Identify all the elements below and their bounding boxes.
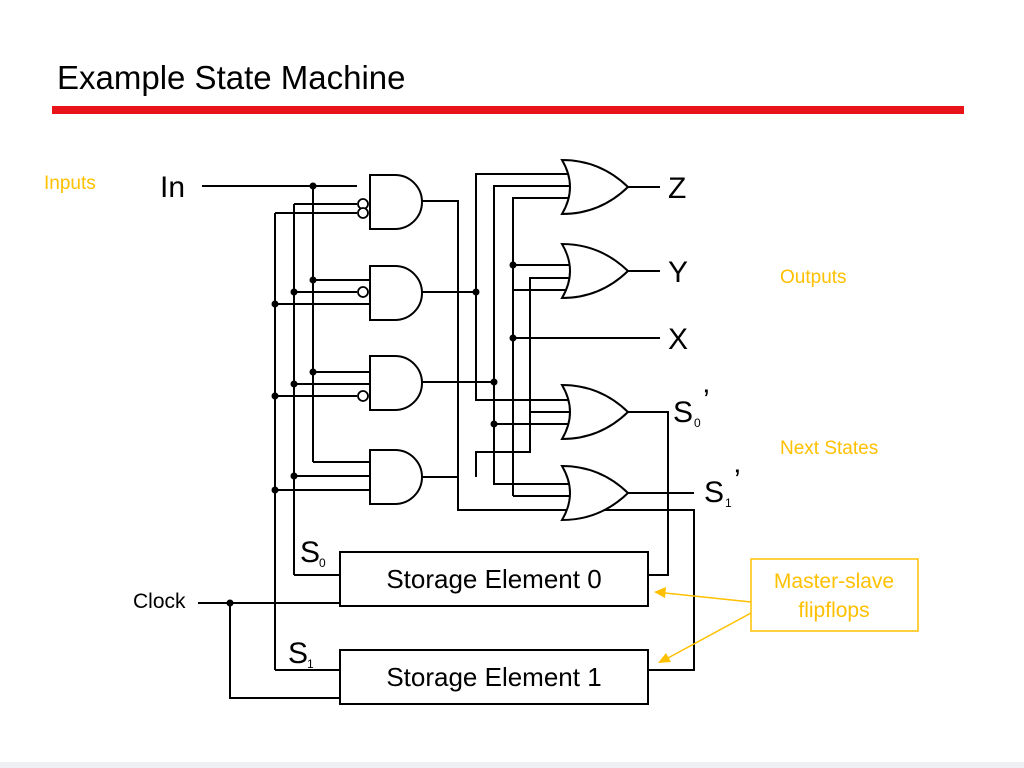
svg-text:’: ’ <box>734 464 741 497</box>
next-state-s0-label: S 0 ’ <box>673 384 710 430</box>
and-gate-4 <box>369 449 423 505</box>
callout-line-1: Master-slave <box>774 570 894 593</box>
flipflop-callout: Master-slave flipflops <box>750 558 919 632</box>
or-gate-s0-next <box>560 383 630 441</box>
next-state-s1-label: S 1 ’ <box>704 464 741 510</box>
state-s0-label: S 0 <box>300 536 326 570</box>
wires <box>198 173 695 699</box>
output-z-label: Z <box>668 172 686 205</box>
and-gate-2 <box>357 265 423 321</box>
or-gate-y <box>560 242 630 300</box>
svg-text:S: S <box>300 536 320 569</box>
output-y-label: Y <box>668 256 688 289</box>
title-rule <box>52 106 964 114</box>
footer-rule <box>0 762 1024 768</box>
or-gate-z <box>560 158 630 216</box>
outputs-annotation: Outputs <box>780 267 847 288</box>
svg-text:S: S <box>288 637 308 670</box>
callout-line-2: flipflops <box>798 599 869 622</box>
svg-text:’: ’ <box>703 384 710 417</box>
output-x-label: X <box>668 323 688 356</box>
callout-arrows <box>654 587 752 663</box>
storage-element-1-label: Storage Element 1 <box>386 662 601 692</box>
svg-text:0: 0 <box>319 556 326 570</box>
svg-text:1: 1 <box>725 496 732 510</box>
inputs-annotation: Inputs <box>44 173 96 194</box>
svg-text:0: 0 <box>694 416 701 430</box>
clock-label: Clock <box>133 590 186 613</box>
slide-title: Example State Machine <box>57 59 406 96</box>
storage-element-0: Storage Element 0 <box>339 551 649 607</box>
and-gate-1 <box>357 174 423 230</box>
state-s1-label: S 1 <box>288 637 314 671</box>
input-in-label: In <box>160 171 185 204</box>
svg-text:S: S <box>704 476 724 509</box>
svg-text:1: 1 <box>307 657 314 671</box>
svg-text:S: S <box>673 396 693 429</box>
storage-element-0-label: Storage Element 0 <box>386 564 601 594</box>
or-gate-s1-next <box>560 464 630 522</box>
next-states-annotation: Next States <box>780 438 878 459</box>
storage-element-1: Storage Element 1 <box>339 649 649 705</box>
and-gate-3 <box>357 355 423 411</box>
junction-dots <box>226 182 517 607</box>
